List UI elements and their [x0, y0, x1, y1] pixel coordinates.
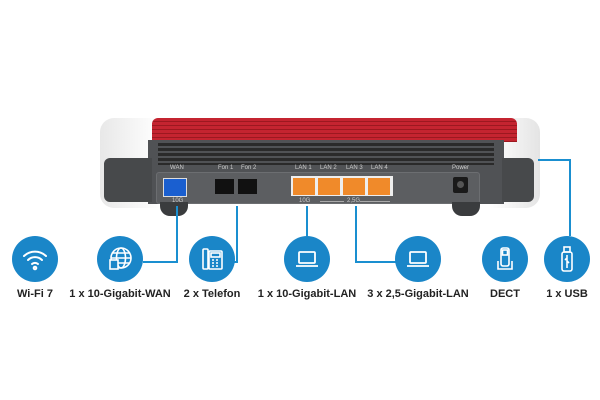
- fon2-port-label: Fon 2: [241, 165, 257, 171]
- router-right-foot-panel: [502, 158, 534, 202]
- lan1-speed-label: 10G: [299, 198, 311, 204]
- usb-stick-icon: [544, 236, 590, 282]
- foot-right: [452, 202, 480, 216]
- lan-port-group: [291, 176, 393, 196]
- wan-port-label: WAN: [170, 165, 184, 171]
- feature-label-wifi: Wi-Fi 7: [17, 288, 53, 300]
- speed-bracket-left: [320, 201, 344, 202]
- globe-icon: [97, 236, 143, 282]
- feature-label-usb: 1 x USB: [546, 288, 588, 300]
- lan2-port-label: LAN 2: [320, 165, 337, 171]
- laptop-icon: [284, 236, 330, 282]
- lan3-port: [343, 178, 365, 195]
- feature-label-telefon: 2 x Telefon: [183, 288, 241, 300]
- wifi-icon: [12, 236, 58, 282]
- wan-port: [163, 178, 187, 197]
- power-port: [453, 177, 468, 193]
- lan4-port-label: LAN 4: [371, 165, 388, 171]
- lan3-port-label: LAN 3: [346, 165, 363, 171]
- lan1-port: [293, 178, 315, 195]
- fon2-port: [238, 179, 257, 194]
- fon1-port-label: Fon 1: [218, 165, 234, 171]
- foot-left: [160, 202, 188, 216]
- router-vents: [158, 143, 494, 165]
- feature-label-wan: 1 x 10-Gigabit-WAN: [69, 288, 171, 300]
- cordless-phone-icon: [482, 236, 528, 282]
- laptop-icon: [395, 236, 441, 282]
- lan1-port-label: LAN 1: [295, 165, 312, 171]
- telephone-icon: [189, 236, 235, 282]
- speed-bracket-right: [360, 201, 390, 202]
- lan234-speed-label: 2,5G: [347, 198, 361, 204]
- wan-speed-label: 10G: [172, 198, 184, 204]
- lan4-port: [368, 178, 390, 195]
- feature-label-25g-lan: 3 x 2,5-Gigabit-LAN: [367, 288, 469, 300]
- router-left-foot-panel: [104, 158, 152, 202]
- lan2-port: [318, 178, 340, 195]
- feature-label-10g-lan: 1 x 10-Gigabit-LAN: [257, 288, 357, 300]
- feature-label-dect: DECT: [490, 288, 520, 300]
- fon1-port: [215, 179, 234, 194]
- router-red-top: [152, 118, 517, 142]
- power-port-label: Power: [452, 165, 470, 171]
